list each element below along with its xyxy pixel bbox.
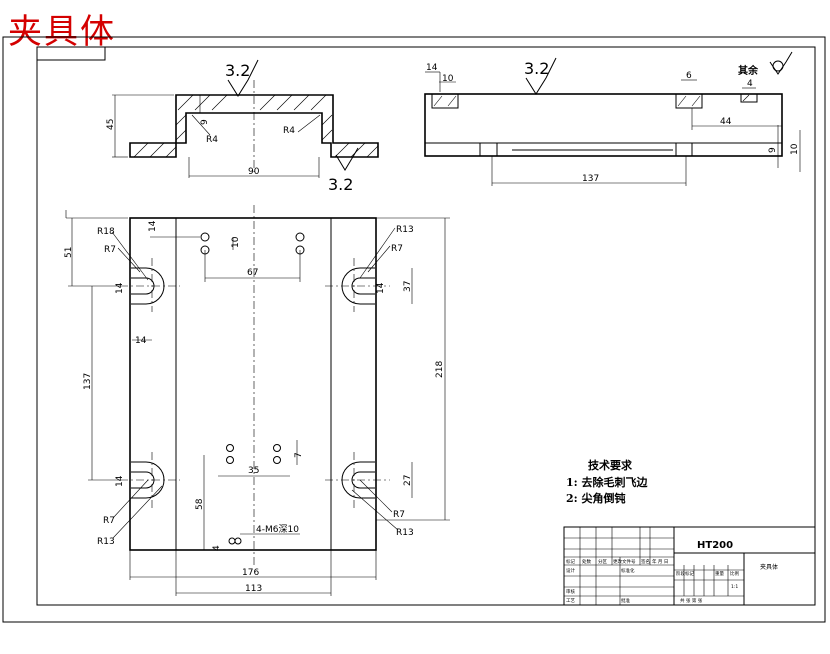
label-r7-br: R7: [393, 510, 405, 520]
tbl-check: 审核: [566, 588, 575, 595]
tbl-h2: 处数: [582, 558, 591, 565]
tbl-weight: 重量: [715, 570, 724, 577]
dim-35: 35: [248, 466, 259, 476]
dim-45: 45: [106, 119, 116, 130]
title-block: [563, 526, 816, 606]
tbl-h3: 分区: [598, 558, 607, 565]
dim-side-44: 44: [720, 117, 732, 127]
dim-51: 51: [64, 247, 74, 258]
label-r13-bl: R13: [97, 537, 115, 547]
tbl-sheets: 共 张 第 张: [680, 597, 703, 604]
title-part-name: 夹具体: [760, 563, 778, 571]
tbl-scale: 比例: [730, 570, 739, 577]
section-view: [112, 59, 379, 178]
dim-14-bottom: 14: [135, 336, 147, 346]
side-view: [424, 51, 801, 186]
label-r13-tr: R13: [396, 225, 414, 235]
corner-tab: [36, 46, 106, 61]
tbl-std: 标准化: [621, 567, 635, 574]
dim-137: 137: [83, 373, 93, 390]
dim-side-4: 4: [747, 79, 753, 89]
label-r4-right: R4: [283, 126, 295, 136]
dim-side-10: 10: [442, 74, 454, 84]
tbl-h6: 年 月 日: [652, 558, 668, 565]
tbl-scale-value: 1:1: [731, 584, 738, 590]
dim-14-top: 14: [148, 220, 158, 232]
tbl-approve: 批准: [621, 597, 630, 604]
dim-14-left2: 14: [115, 475, 125, 487]
dim-10: 10: [231, 236, 241, 248]
dim-4: 4: [212, 545, 222, 551]
label-r7-bl: R7: [103, 516, 115, 526]
plan-view: [65, 205, 450, 596]
dim-9: 9: [200, 119, 210, 125]
dim-side-6: 6: [686, 71, 692, 81]
dim-14-left: 14: [115, 282, 125, 294]
label-thread: 4-M6深10: [256, 524, 299, 535]
plan-dimensions: R18 R7 R13 R7 51 14 10 67 14 14 14 37 13…: [64, 220, 445, 594]
label-r7-tl: R7: [104, 245, 116, 255]
tbl-h1: 标记: [566, 558, 575, 565]
tbl-h4: 更改文件号: [613, 558, 636, 565]
tbl-craft: 工艺: [566, 598, 575, 604]
dim-side-10b: 10: [790, 143, 800, 155]
dim-27: 27: [403, 475, 413, 486]
label-r13-br: R13: [396, 528, 414, 538]
tech-notes-title: 技术要求: [588, 458, 633, 472]
dim-67: 67: [247, 268, 258, 278]
label-r7-tr: R7: [391, 244, 403, 254]
tech-note-2: 2: 尖角倒钝: [566, 491, 626, 505]
dim-58: 58: [195, 498, 205, 510]
tbl-h5: 签名: [641, 558, 650, 565]
dim-7: 7: [294, 452, 304, 458]
tech-note-1: 1: 去除毛刺飞边: [566, 475, 649, 489]
dim-37: 37: [403, 281, 413, 292]
dim-side-137: 137: [582, 174, 599, 184]
roughness-bottom: 3.2: [328, 175, 353, 194]
outer-frame: [2, 36, 826, 623]
tbl-design: 设计: [566, 567, 575, 574]
tbl-stage: 阶段标记: [676, 570, 694, 577]
dim-side-9: 9: [768, 147, 778, 153]
dim-90: 90: [248, 167, 260, 177]
label-other-roughness: 其余: [738, 64, 759, 77]
roughness-side: 3.2: [524, 59, 549, 78]
roughness-top: 3.2: [225, 61, 250, 80]
inner-frame: [36, 46, 816, 606]
label-r18: R18: [97, 227, 115, 237]
dim-218: 218: [435, 361, 445, 378]
dim-side-14: 14: [426, 63, 438, 73]
dim-113: 113: [245, 584, 262, 594]
drawing-title-stamp: 夹具体: [8, 12, 116, 52]
title-material: HT200: [697, 540, 733, 551]
dim-14-right: 14: [376, 282, 386, 294]
dim-176: 176: [242, 568, 259, 578]
label-r4-left: R4: [206, 135, 218, 145]
